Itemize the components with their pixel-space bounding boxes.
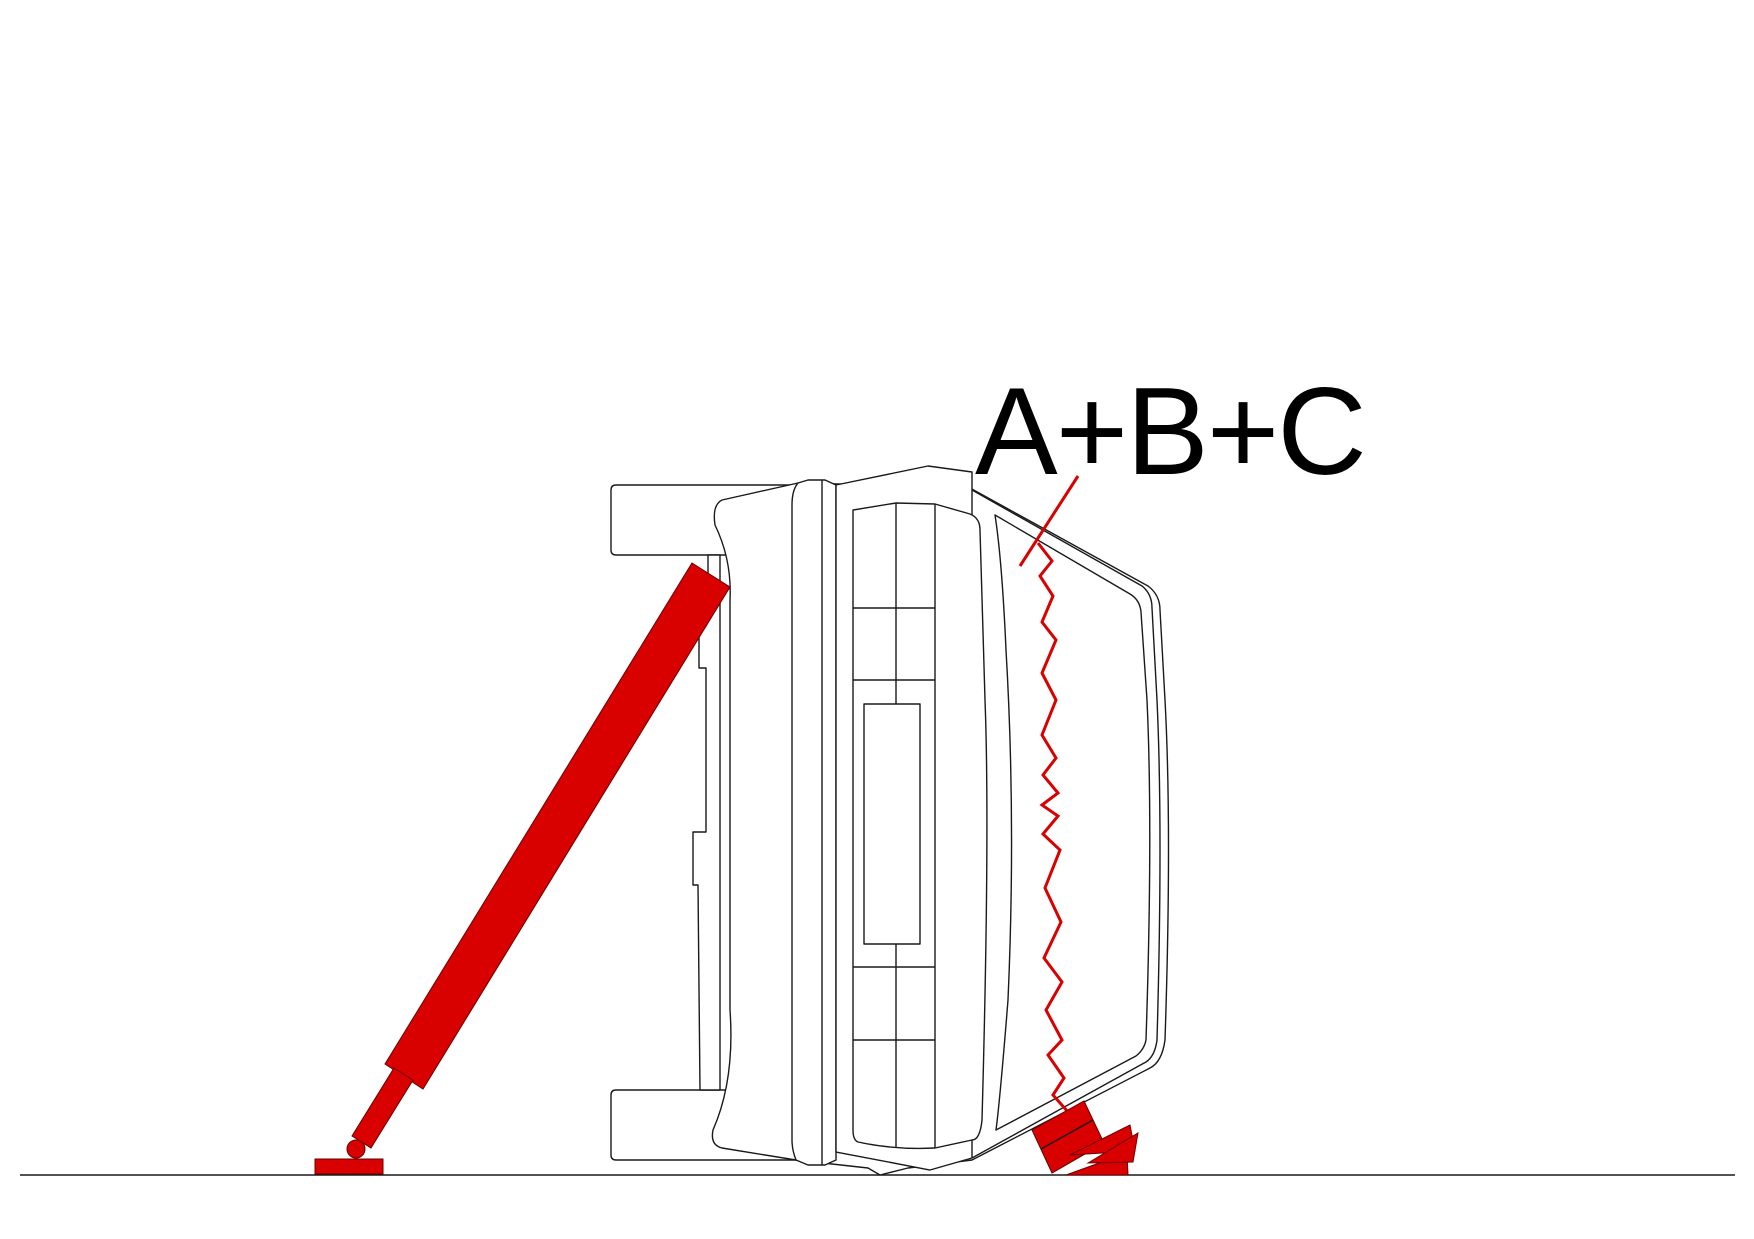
strut-pivot	[346, 1139, 366, 1159]
windshield-outer	[971, 489, 1161, 1159]
stacked-wedges	[1031, 1100, 1139, 1176]
strut-extension-rod	[351, 1067, 414, 1149]
wedge-seam	[1040, 1119, 1094, 1150]
strut-main-tube	[384, 562, 731, 1090]
door-panel	[863, 703, 921, 945]
windshield	[994, 514, 1151, 1131]
pillar-band	[791, 479, 837, 1166]
stabilizer-strut	[314, 562, 731, 1175]
overturned-vehicle	[610, 465, 1170, 1176]
wedge-step	[1086, 1132, 1139, 1164]
windshield-cut-line	[1036, 542, 1070, 1113]
label-leader-line	[1018, 475, 1080, 567]
cut-label: A+B+C	[975, 363, 1367, 501]
strut-base-plate	[314, 1158, 384, 1175]
